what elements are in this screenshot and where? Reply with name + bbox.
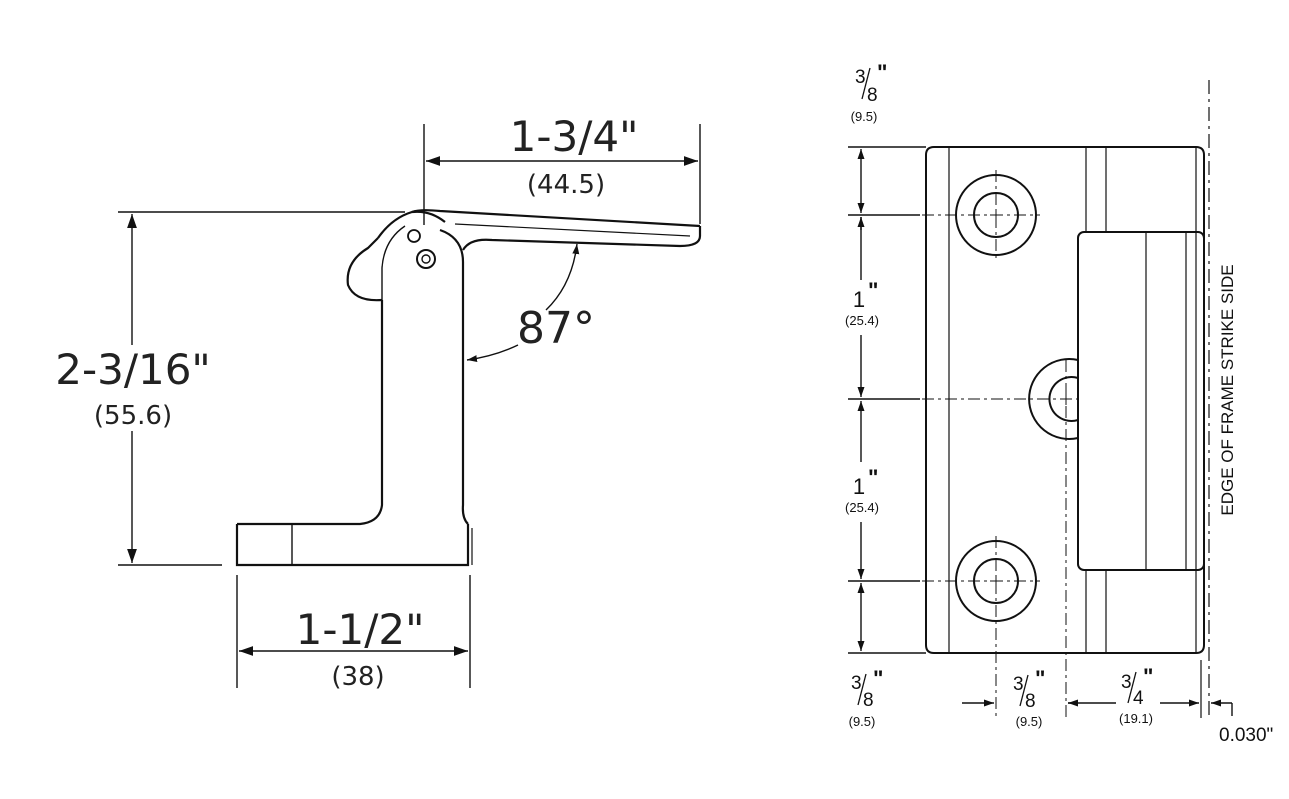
dim-top-offset: 3 8 " (9.5) [851,60,888,124]
center-lines [848,80,1210,720]
dim-hole-offset-mm: (9.5) [1016,714,1043,729]
dim-clearance: 0.030" [1211,699,1273,746]
dim-bottom-offset-mm: (9.5) [849,714,876,729]
dim-spacing-lower-mark: " [868,465,878,490]
dim-height: 2-3/16" (55.6) [55,211,405,566]
dim-spacing-upper: 1 " (25.4) [845,278,879,328]
dim-barrel-width: 3 4 " (19.1) [1068,664,1199,726]
front-view: 3 8 " (9.5) 1 " (25.4) 1 " (25.4) 3 8 " … [845,60,1273,746]
dim-base-width-inch: 1-1/2" [296,605,425,654]
dim-top-width-inch: 1-3/4" [510,112,639,161]
dim-hole-offset-den: 8 [1025,691,1036,712]
dim-angle: 87° [466,243,595,363]
dim-spacing-upper-mark: " [868,278,878,303]
dim-angle-value: 87° [517,303,595,354]
dim-top-offset-mm: (9.5) [851,109,878,124]
dim-spacing-lower: 1 " (25.4) [845,465,879,515]
dim-spacing-lower-inch: 1 [853,474,865,499]
dim-barrel-width-num: 3 [1121,672,1132,693]
side-view-profile [235,209,702,567]
dim-top-offset-mark: " [877,60,887,85]
dim-spacing-upper-mm: (25.4) [845,313,879,328]
dim-bottom-offset-mark: " [873,666,883,691]
dim-spacing-upper-inch: 1 [853,287,865,312]
dim-base-width-mm: (38) [331,662,384,692]
edge-of-frame-label: EDGE OF FRAME STRIKE SIDE [1218,264,1237,515]
dim-top-width-mm: (44.5) [527,170,605,200]
hinge-plate [925,146,1205,654]
dim-hole-offset-num: 3 [1013,674,1024,695]
dim-barrel-width-mm: (19.1) [1119,711,1153,726]
dim-top-offset-num: 3 [855,67,866,88]
dim-top-width: 1-3/4" (44.5) [423,112,701,225]
dim-bottom-offset: 3 8 " (9.5) [849,666,884,729]
dim-bottom-offset-num: 3 [851,673,862,694]
dim-height-mm: (55.6) [94,401,172,431]
dim-hole-offset: 3 8 " (9.5) [962,666,1078,729]
dim-clearance-value: 0.030" [1219,725,1273,746]
side-view: 1-3/4" (44.5) 2-3/16" (55.6) 1-1/2" (38)… [55,112,702,692]
dim-spacing-lower-mm: (25.4) [845,500,879,515]
dim-base-width: 1-1/2" (38) [236,575,471,692]
dim-barrel-width-den: 4 [1133,688,1144,709]
dim-top-offset-den: 8 [867,85,878,106]
dim-height-inch: 2-3/16" [55,345,211,394]
dim-barrel-width-mark: " [1143,664,1153,689]
dim-bottom-offset-den: 8 [863,690,874,711]
dim-hole-offset-mark: " [1035,666,1045,691]
